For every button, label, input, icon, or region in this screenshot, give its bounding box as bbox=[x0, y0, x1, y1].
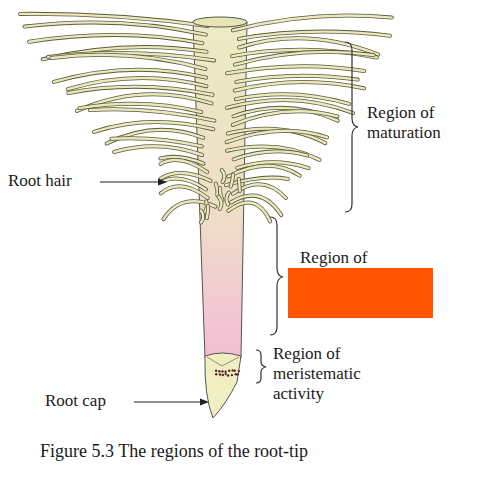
root-hair bbox=[51, 55, 205, 69]
root-hair bbox=[226, 193, 228, 205]
root-hair bbox=[228, 203, 270, 222]
root-hair-outline bbox=[235, 82, 364, 91]
root-hair bbox=[90, 109, 214, 120]
root-hair bbox=[222, 170, 225, 182]
region-label: Region of maturation bbox=[367, 103, 479, 143]
root-hair bbox=[161, 160, 208, 172]
root-hair-outline bbox=[233, 15, 392, 30]
root-hair bbox=[231, 175, 234, 187]
figure-caption: Figure 5.3 The regions of the root-tip bbox=[40, 441, 308, 461]
root-hair-outline bbox=[90, 109, 214, 120]
root-hair-outline bbox=[51, 55, 205, 69]
root-hair-outline bbox=[114, 146, 202, 155]
meristem-dot bbox=[224, 371, 226, 373]
root-hair bbox=[216, 184, 218, 196]
cap-line bbox=[207, 357, 239, 366]
root-hair bbox=[238, 179, 241, 191]
root-hair-outline bbox=[227, 66, 364, 73]
elongation-bracket bbox=[270, 217, 283, 335]
part-label: Root cap bbox=[45, 391, 135, 411]
root-cap-arrowhead bbox=[200, 399, 209, 406]
root-hair-outline bbox=[161, 186, 208, 198]
root-hair-outline bbox=[233, 111, 338, 125]
root-hair bbox=[201, 211, 203, 223]
root-hair bbox=[161, 186, 208, 198]
root-top bbox=[193, 17, 247, 27]
root-hair bbox=[228, 166, 300, 177]
root-hair-outline bbox=[164, 201, 216, 219]
root-hair-outline bbox=[234, 151, 307, 159]
meristem-bracket bbox=[256, 350, 266, 383]
root-cap-leader bbox=[134, 401, 202, 402]
root-hairs bbox=[20, 14, 392, 223]
root-hair-outline bbox=[201, 211, 203, 223]
root-hair-outline bbox=[237, 179, 242, 191]
meristem-dot bbox=[227, 374, 229, 376]
root-hair bbox=[227, 147, 319, 160]
root-hair bbox=[227, 66, 364, 73]
meristem-dot bbox=[231, 374, 233, 376]
meristem-dot bbox=[221, 370, 223, 372]
part-label: Root hair bbox=[8, 171, 100, 191]
root-hair bbox=[114, 146, 202, 155]
meristem-dot bbox=[222, 374, 224, 376]
region-label: Region of bbox=[300, 248, 440, 268]
meristem-dot bbox=[238, 370, 240, 372]
root-hair bbox=[164, 201, 216, 219]
root-hair bbox=[29, 35, 202, 43]
root-hair-arrowhead bbox=[158, 179, 167, 186]
root-hair-outline bbox=[222, 170, 225, 182]
root-hair bbox=[25, 22, 206, 34]
root-hair-outline bbox=[228, 203, 270, 222]
root-hair-outline bbox=[226, 193, 228, 205]
meristem-dot bbox=[215, 370, 217, 372]
meristem-dot bbox=[215, 373, 217, 375]
root-hair-outline bbox=[227, 147, 319, 160]
meristem-dots bbox=[215, 369, 240, 377]
root-hair-outline bbox=[207, 206, 208, 218]
root-hair bbox=[235, 82, 364, 91]
meristem-dot bbox=[228, 370, 230, 372]
meristem-dot bbox=[218, 370, 220, 372]
root-hair bbox=[234, 151, 307, 159]
root-hair-outline bbox=[161, 160, 208, 172]
root-cap-shape bbox=[205, 353, 241, 418]
root-hair bbox=[233, 15, 392, 30]
root-hair bbox=[219, 197, 222, 209]
redaction-box bbox=[288, 268, 433, 318]
root-hair-outline bbox=[216, 184, 218, 196]
root-hair-outline bbox=[235, 52, 374, 65]
root-hair bbox=[235, 52, 374, 65]
root-hair bbox=[227, 131, 328, 142]
meristem-dot bbox=[237, 373, 239, 375]
root-hair-outline bbox=[219, 197, 222, 209]
root-hair-leader bbox=[100, 181, 160, 182]
root-hair bbox=[207, 206, 208, 218]
maturation-bracket bbox=[345, 42, 358, 212]
meristem-dot bbox=[234, 370, 236, 372]
root-hair-outline bbox=[29, 35, 202, 43]
meristem-dot bbox=[232, 369, 234, 371]
meristem-dot bbox=[219, 373, 221, 375]
region-label: Region of meristematic activity bbox=[273, 344, 385, 404]
root-hair bbox=[233, 111, 338, 125]
root-hair-outline bbox=[231, 175, 234, 187]
root-hair-outline bbox=[25, 22, 206, 34]
meristem-dot bbox=[225, 373, 227, 375]
root-hair-outline bbox=[227, 131, 328, 142]
root-hair-outline bbox=[228, 166, 300, 177]
